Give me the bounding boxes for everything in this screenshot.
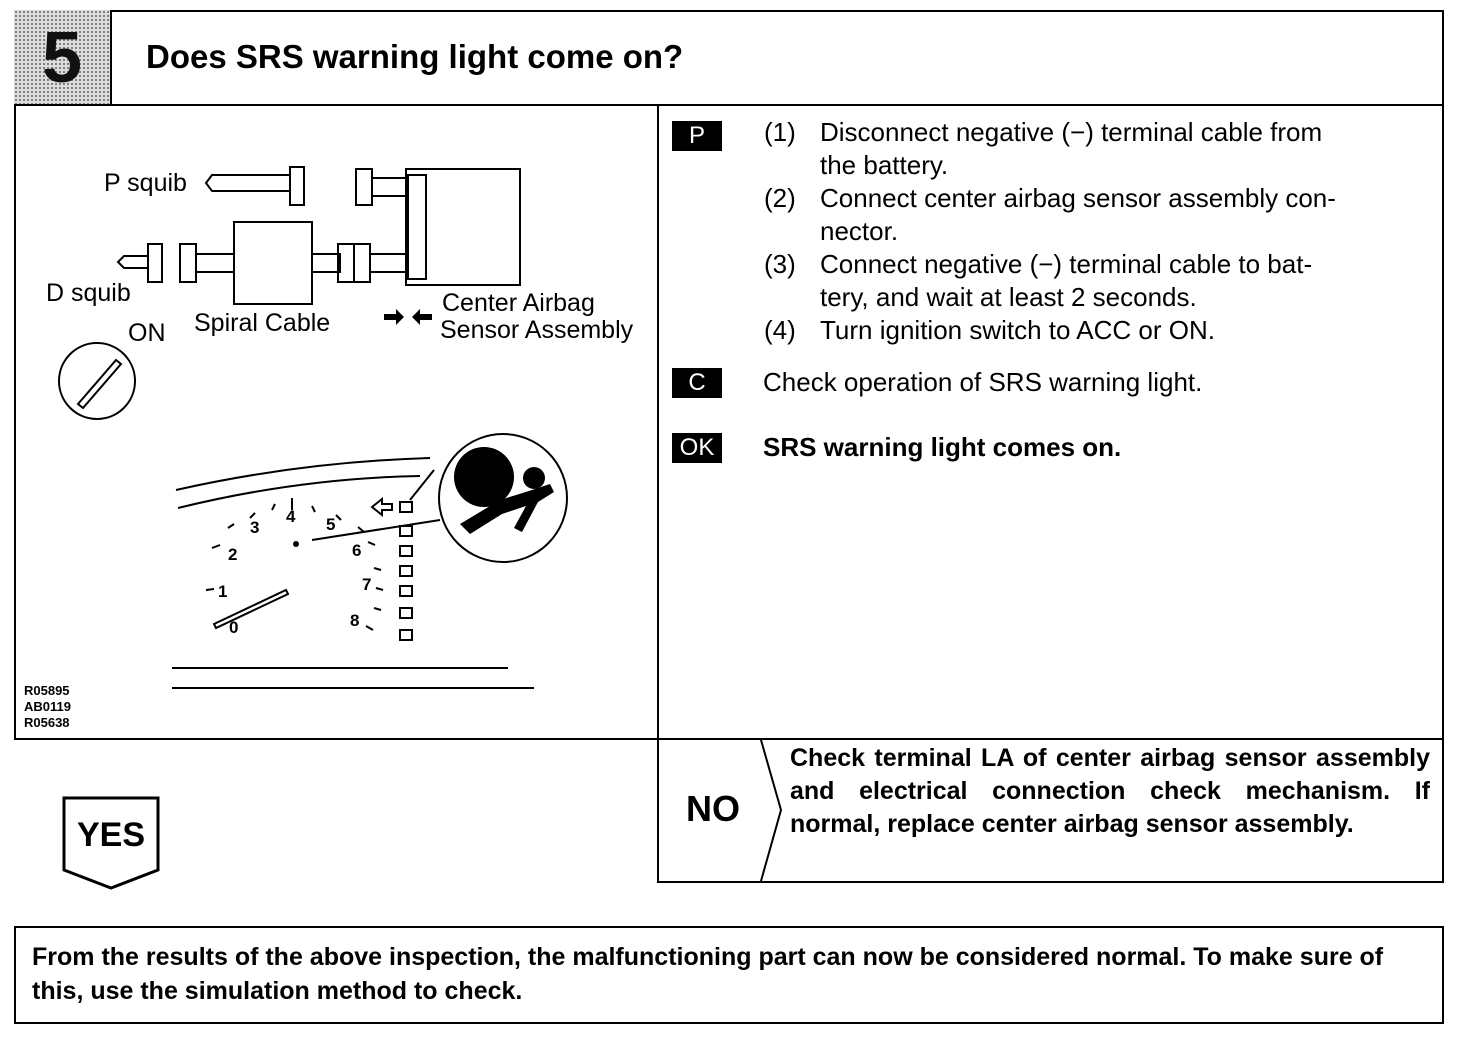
d-squib-label: D squib	[46, 279, 131, 307]
gauge-number: 2	[228, 545, 237, 564]
center-airbag-sensor	[405, 168, 521, 286]
step-4-line-1: Turn ignition switch to ACC or ON.	[820, 315, 1215, 345]
arrow-right-icon	[384, 309, 404, 325]
footer-box	[14, 926, 1444, 1024]
yes-label: YES	[76, 816, 146, 854]
gauge-number: 4	[286, 507, 296, 526]
gauge-number: 5	[326, 515, 335, 534]
step-2-line-1: Connect center airbag sensor assembly co…	[820, 183, 1336, 213]
no-branch-box	[657, 738, 1444, 883]
gauge-number: 6	[352, 541, 361, 560]
airbag-warning-icon	[454, 447, 554, 534]
gauge-number: 1	[218, 582, 227, 601]
ignition-switch	[58, 342, 136, 420]
center-airbag-label-line1: Center Airbag	[442, 289, 595, 317]
step-2-line-2: nector.	[820, 216, 899, 246]
spiral-cable-label: Spiral Cable	[194, 309, 331, 337]
figure-code: R05895	[24, 683, 70, 698]
center-airbag-label-line2: Sensor Assembly	[440, 316, 634, 344]
step-3-line-2: tery, and wait at least 2 seconds.	[820, 282, 1197, 312]
step-number-1: (1)	[764, 117, 796, 147]
figure-code: AB0119	[24, 699, 71, 714]
step-number-4: (4)	[764, 315, 796, 345]
step-3-line-1: Connect negative (−) terminal cable to b…	[820, 249, 1313, 279]
figure-code: R05638	[24, 715, 70, 730]
ignition-on-label: ON	[128, 319, 166, 347]
step-1-line-2: the battery.	[820, 150, 949, 180]
gauge-number: 7	[362, 575, 371, 594]
tag-p: P	[672, 121, 722, 151]
step-number: 5	[41, 18, 83, 98]
step-1-line-1: Disconnect negative (−) terminal cable f…	[820, 117, 1323, 147]
tag-ok: OK	[672, 433, 722, 463]
footer-text: From the results of the above inspection…	[32, 943, 1384, 1005]
step-number-badge: 5	[14, 10, 112, 106]
gauge-number: 3	[250, 518, 259, 537]
step-title: Does SRS warning light come on?	[146, 38, 684, 75]
no-branch-text: Check terminal LA of center airbag senso…	[790, 744, 1430, 838]
ok-text: SRS warning light comes on.	[763, 432, 1122, 462]
srs-diagram: 0 1 2 3 4 5 6 7 8	[58, 166, 568, 689]
p-squib-label: P squib	[104, 169, 187, 197]
p-squib-connector	[204, 174, 291, 192]
no-branch-chevron	[760, 739, 783, 882]
tag-c: C	[672, 368, 722, 398]
warning-light-magnifier	[438, 433, 568, 563]
gauge-number: 0	[229, 618, 238, 637]
step-number-2: (2)	[764, 183, 796, 213]
check-text: Check operation of SRS warning light.	[763, 367, 1203, 397]
step-number-3: (3)	[764, 249, 796, 279]
spiral-cable-box	[233, 221, 313, 305]
gauge-number: 8	[350, 611, 359, 630]
yes-arrow-shape	[62, 796, 160, 890]
arrow-left-icon	[412, 309, 432, 325]
no-label: NO	[686, 788, 740, 829]
